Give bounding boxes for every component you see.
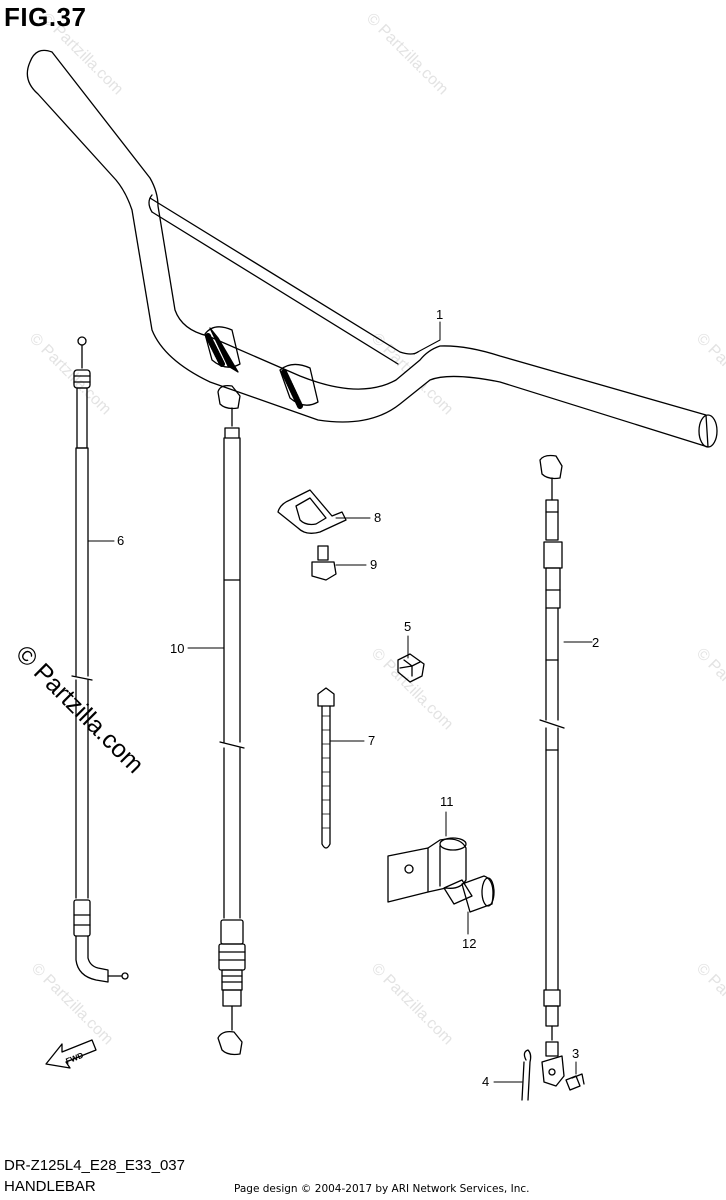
part-9-screw[interactable] (311, 545, 337, 581)
callout-1: 1 (436, 307, 443, 322)
part-1-handlebar[interactable] (26, 49, 718, 448)
part-11-bracket[interactable] (387, 837, 467, 903)
callout-7: 7 (368, 733, 375, 748)
callout-4: 4 (482, 1074, 489, 1089)
figure-title: FIG.37 (4, 2, 87, 32)
leader-lines (87, 321, 593, 1083)
diagram-code: DR-Z125L4_E28_E33_037 (4, 1157, 185, 1174)
callout-2: 2 (592, 635, 599, 650)
part-5-clip[interactable] (397, 653, 425, 683)
callout-10: 10 (170, 641, 184, 656)
part-8-clamp[interactable] (277, 489, 347, 534)
callout-8: 8 (374, 510, 381, 525)
callout-3: 3 (572, 1046, 579, 1061)
part-4-cotter-pin[interactable] (521, 1049, 532, 1101)
part-12-bolt[interactable] (443, 875, 495, 913)
fwd-arrow-icon (45, 1039, 97, 1069)
part-7-cable-tie[interactable] (317, 687, 335, 849)
copyright-text: Page design © 2004-2017 by ARI Network S… (234, 1183, 530, 1195)
callout-11: 11 (440, 794, 454, 809)
callout-5: 5 (404, 619, 411, 634)
callout-12: 12 (462, 936, 476, 951)
part-6-cable[interactable] (71, 336, 129, 983)
part-2-cable[interactable] (539, 454, 565, 1087)
callout-6: 6 (117, 533, 124, 548)
part-3-pin[interactable] (565, 1073, 585, 1091)
part-10-cable[interactable] (217, 384, 246, 1056)
diagram-name: HANDLEBAR (4, 1178, 96, 1195)
callout-9: 9 (370, 557, 377, 572)
